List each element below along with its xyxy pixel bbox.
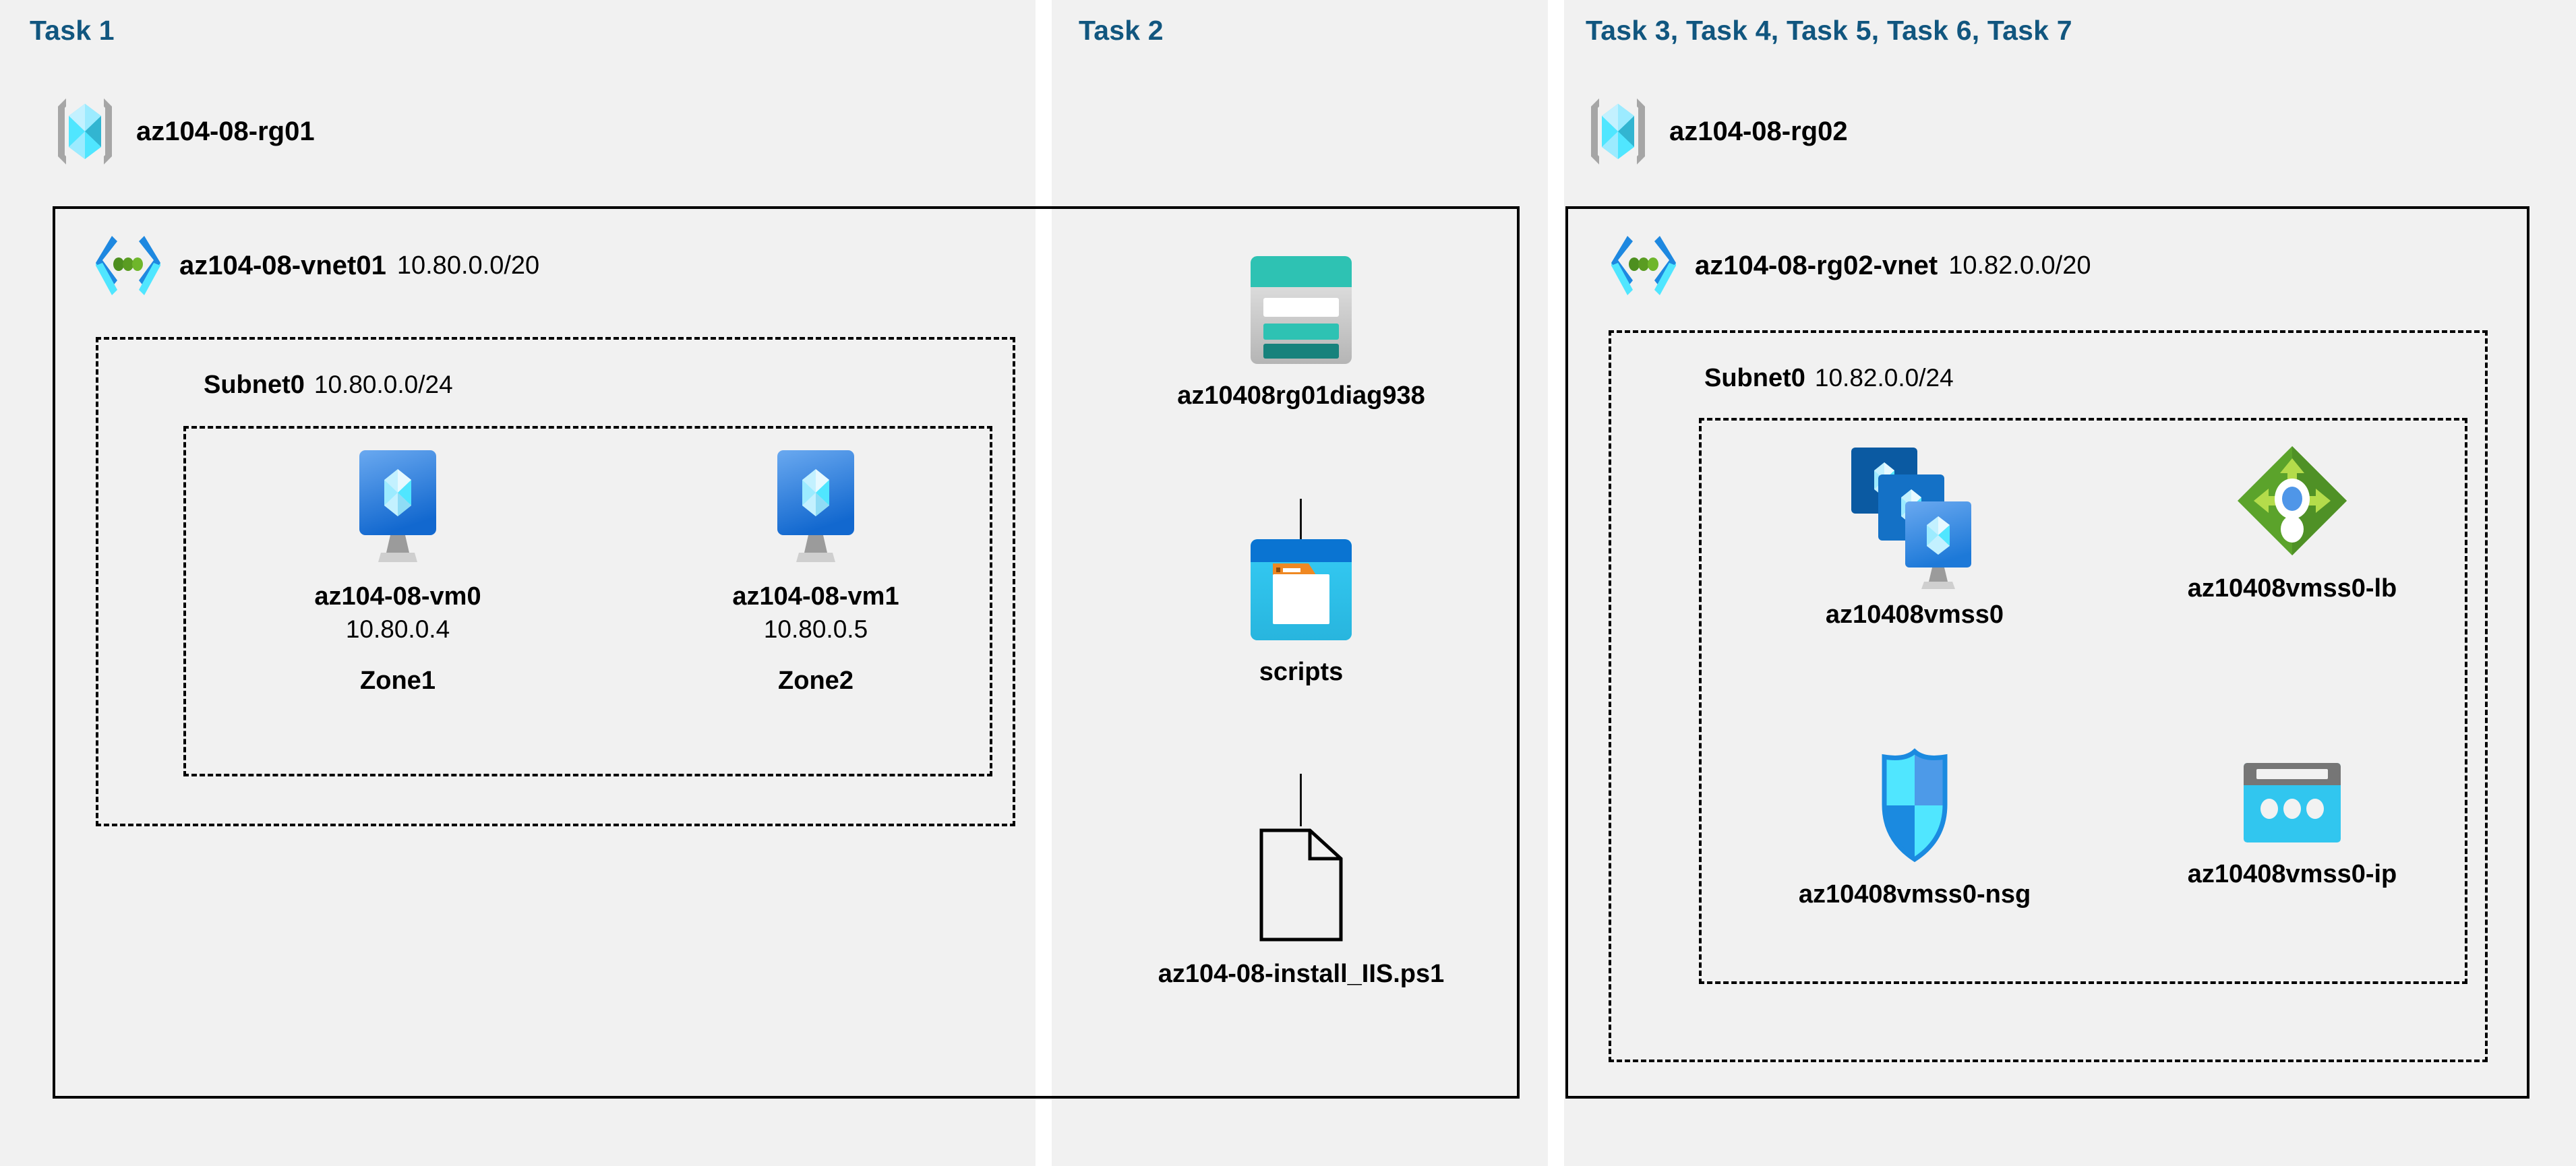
resource-group-icon (53, 94, 117, 168)
vm-scale-set-node: az10408vmss0 (1773, 445, 2056, 630)
availability-zone-group-boundary (183, 426, 992, 776)
resource-group-label: az104-08-rg02 (1669, 116, 1848, 146)
resource-group-az104-08-rg01: az104-08-rg01 (53, 94, 315, 168)
subnet-name: Subnet0 (1704, 364, 1805, 392)
subnet-label-task1: Subnet0 10.80.0.0/24 (204, 371, 453, 400)
vnet-name: az104-08-vnet01 (179, 250, 386, 280)
subnet-boundary-subnet0-task1 (96, 337, 1015, 826)
vnet-boundary-az104-08-rg02-vnet (1565, 206, 2529, 1099)
public-ip-name: az10408vmss0-ip (2187, 860, 2397, 888)
subnet-boundary-subnet0-task3 (1609, 330, 2488, 1062)
virtual-network-icon (1610, 233, 1677, 298)
resource-group-icon (1586, 94, 1650, 168)
vnet-az104-08-vnet01: az104-08-vnet01 10.80.0.0/20 (94, 233, 539, 298)
nsg-name: az10408vmss0-nsg (1798, 880, 2031, 909)
storage-account-node: az10408rg01diag938 (1139, 256, 1463, 410)
network-security-group-icon (1872, 748, 1957, 863)
vm-zone: Zone2 (778, 667, 853, 695)
virtual-machine-icon (347, 450, 448, 565)
public-ip-node: az10408vmss0-ip (2144, 763, 2440, 889)
vm-ip: 10.80.0.4 (345, 615, 450, 643)
script-file-name: az104-08-install_IIS.ps1 (1158, 960, 1445, 988)
vm-node-az104-08-vm0: az104-08-vm0 10.80.0.4 Zone1 (256, 450, 539, 696)
subnet-name: Subnet0 (204, 371, 305, 399)
panel-task-3 (1564, 0, 2576, 1166)
vmss-name: az10408vmss0 (1825, 601, 2004, 629)
vm-ip: 10.80.0.5 (763, 615, 868, 643)
vnet-boundary-az104-08-vnet01 (53, 206, 1520, 1099)
task-1-header: Task 1 (30, 15, 115, 46)
vnet-cidr: 10.82.0.0/20 (1948, 251, 2091, 280)
connector-container-to-script (1300, 774, 1302, 826)
vm-node-az104-08-vm1: az104-08-vm1 10.80.0.5 Zone2 (674, 450, 957, 696)
task-3-header: Task 3, Task 4, Task 5, Task 6, Task 7 (1586, 15, 2072, 46)
resource-group-az104-08-rg02: az104-08-rg02 (1586, 94, 1848, 168)
vm-name: az104-08-vm0 (314, 582, 481, 611)
connector-storage-to-container (1300, 499, 1302, 546)
subnet-label-task3: Subnet0 10.82.0.0/24 (1704, 364, 1954, 393)
load-balancer-icon (2236, 445, 2348, 557)
container-name: scripts (1259, 658, 1344, 686)
task-2-header: Task 2 (1079, 15, 1164, 46)
vm-name: az104-08-vm1 (732, 582, 899, 611)
resource-group-label: az104-08-rg01 (136, 116, 315, 146)
script-file-node: az104-08-install_IIS.ps1 (1092, 828, 1510, 989)
subnet-inner-boundary-task3 (1699, 418, 2467, 984)
public-ip-address-icon (2244, 763, 2341, 842)
load-balancer-name: az10408vmss0-lb (2187, 574, 2397, 603)
vm-zone: Zone1 (360, 667, 436, 695)
file-document-icon (1259, 828, 1344, 942)
subnet-cidr: 10.80.0.0/24 (313, 371, 453, 398)
network-security-group-node: az10408vmss0-nsg (1760, 748, 2070, 909)
virtual-network-icon (94, 233, 162, 298)
storage-account-icon (1251, 256, 1352, 364)
storage-account-name: az10408rg01diag938 (1177, 381, 1425, 410)
panel-task-1 (0, 0, 1036, 1166)
virtual-machine-icon (765, 450, 866, 565)
vnet-az104-08-rg02-vnet: az104-08-rg02-vnet 10.82.0.0/20 (1610, 233, 2091, 298)
subnet-cidr: 10.82.0.0/24 (1814, 364, 1954, 392)
vm-scale-set-icon (1847, 445, 1982, 589)
blob-container-icon (1251, 539, 1352, 640)
vnet-cidr: 10.80.0.0/20 (396, 251, 540, 280)
vnet-name: az104-08-rg02-vnet (1695, 250, 1938, 280)
blob-container-node: scripts (1187, 539, 1416, 687)
load-balancer-node: az10408vmss0-lb (2144, 445, 2440, 603)
